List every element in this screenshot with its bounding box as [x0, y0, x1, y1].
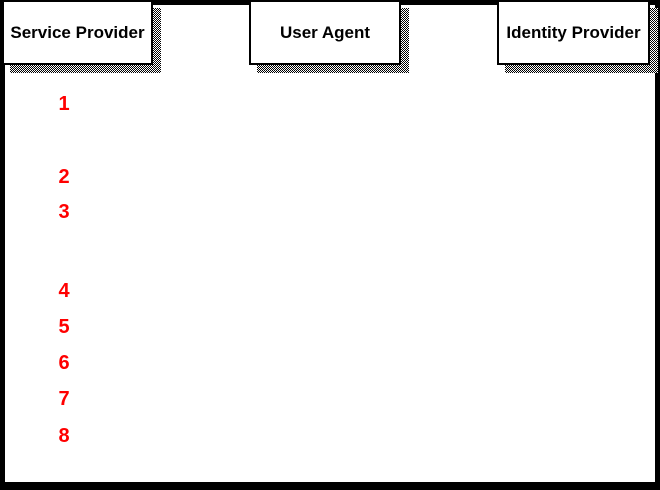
step-number-2: 2	[58, 166, 70, 188]
frame-border-bottom	[0, 482, 660, 490]
step-number-4: 4	[58, 280, 70, 302]
frame-border-left	[0, 0, 5, 490]
actor-label-user-agent: User Agent	[279, 22, 371, 42]
actor-box-identity-provider: Identity Provider	[497, 0, 650, 65]
actor-label-identity-provider: Identity Provider	[506, 22, 641, 42]
step-number-1: 1	[58, 93, 70, 115]
step-number-5: 5	[58, 316, 70, 338]
step-number-8: 8	[58, 425, 70, 447]
actor-box-user-agent: User Agent	[249, 0, 401, 65]
step-number-6: 6	[58, 352, 70, 374]
step-number-7: 7	[58, 388, 70, 410]
frame-border-right	[655, 0, 660, 490]
step-number-3: 3	[58, 201, 70, 223]
actor-label-service-provider: Service Provider	[10, 22, 145, 42]
actor-box-service-provider: Service Provider	[2, 0, 153, 65]
